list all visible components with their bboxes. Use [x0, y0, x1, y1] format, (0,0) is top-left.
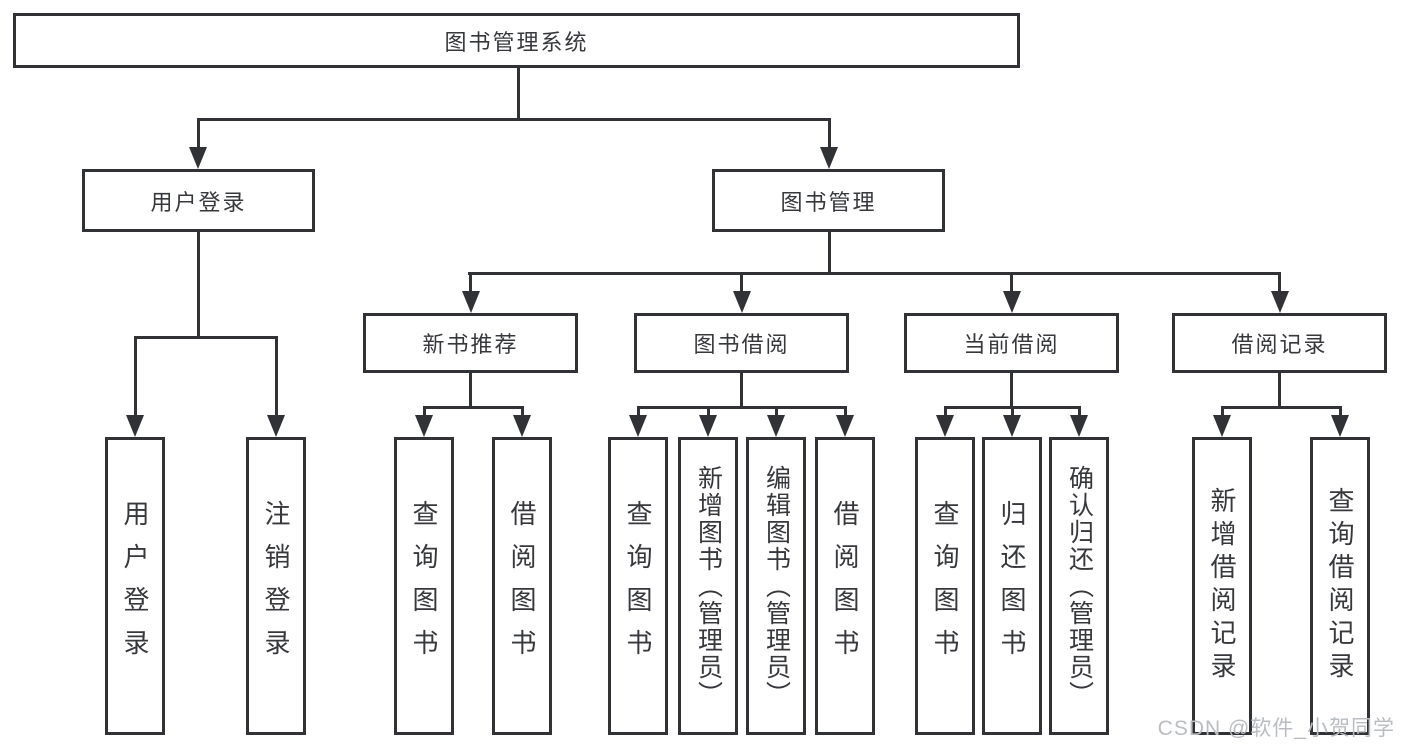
- node-label: 查询图书: [623, 500, 653, 672]
- arrow-to-book-management: [820, 121, 838, 169]
- node-label: 新增图书（管理员）: [694, 464, 723, 708]
- node-new-book-recommendation: 新书推荐: [363, 313, 578, 373]
- connector-borrowing-bus: [636, 406, 847, 409]
- arrow-to-user-login: [189, 121, 207, 169]
- arrow-to-query-books-borrowing: [629, 409, 647, 437]
- arrow-to-query-borrow-record: [1331, 409, 1349, 437]
- node-label: 查询图书: [930, 500, 960, 672]
- node-user-login: 用户登录: [82, 169, 315, 232]
- node-label: 归还图书: [997, 500, 1027, 672]
- arrow-to-current-borrowing: [1002, 275, 1021, 313]
- node-query-borrow-record: 查询借阅记录: [1310, 437, 1370, 735]
- node-label: 图书借阅: [693, 332, 790, 357]
- node-book-management: 图书管理: [712, 169, 945, 232]
- node-edit-books-admin: 编辑图书（管理员）: [746, 437, 806, 735]
- node-label: 当前借阅: [963, 332, 1060, 357]
- node-confirm-return-admin: 确认归还（管理员）: [1049, 437, 1109, 735]
- connector-user-login-bus: [133, 336, 278, 339]
- node-label: 图书管理系统: [444, 29, 589, 55]
- connector-current-bus: [943, 406, 1081, 409]
- arrow-to-borrow-books-recommend: [513, 409, 531, 437]
- node-user-login-leaf: 用户登录: [105, 437, 165, 735]
- node-return-books: 归还图书: [982, 437, 1042, 735]
- arrow-to-query-books-current: [936, 409, 954, 437]
- connector-level3-bus: [468, 272, 1281, 275]
- connector-book-management-drop: [827, 232, 831, 275]
- connector-current-drop: [1010, 373, 1013, 409]
- arrow-to-borrowing-records: [1270, 275, 1289, 313]
- arrow-to-return-books: [1003, 409, 1021, 437]
- node-add-borrow-record: 新增借阅记录: [1192, 437, 1252, 735]
- node-label: 注销登录: [261, 500, 291, 672]
- connector-user-login-drop: [196, 232, 200, 339]
- node-borrow-books-borrowing: 借阅图书: [815, 437, 875, 735]
- arrow-to-user-login-leaf: [126, 339, 144, 437]
- node-current-borrowing: 当前借阅: [904, 313, 1119, 373]
- node-logout: 注销登录: [246, 437, 306, 735]
- arrow-to-confirm-return-admin: [1070, 409, 1088, 437]
- arrow-to-logout: [267, 339, 285, 437]
- csdn-watermark: CSDN @软件_小贺同学: [1157, 717, 1395, 740]
- connector-root-drop: [517, 68, 520, 121]
- node-borrow-books-recommend: 借阅图书: [492, 437, 552, 735]
- node-label: 编辑图书（管理员）: [762, 464, 791, 708]
- node-query-books-borrowing: 查询图书: [608, 437, 668, 735]
- node-label: 查询借阅记录: [1325, 487, 1355, 685]
- node-book-borrowing: 图书借阅: [634, 313, 849, 373]
- node-label: 用户登录: [120, 500, 150, 672]
- connector-recommend-drop: [469, 373, 472, 409]
- connector-records-bus: [1220, 406, 1342, 409]
- connector-level2-bus: [197, 118, 831, 121]
- node-label: 图书管理: [780, 189, 877, 215]
- arrow-to-book-borrowing: [732, 275, 751, 313]
- node-query-books-recommend: 查询图书: [394, 437, 454, 735]
- node-label: 新书推荐: [422, 332, 519, 357]
- node-add-books-admin: 新增图书（管理员）: [678, 437, 738, 735]
- node-label: 借阅记录: [1231, 332, 1328, 357]
- connector-recommend-bus: [422, 406, 524, 409]
- node-label: 借阅图书: [830, 500, 860, 672]
- node-label: 查询图书: [409, 500, 439, 672]
- arrow-to-edit-books-admin: [767, 409, 785, 437]
- node-query-books-current: 查询图书: [915, 437, 975, 735]
- node-label: 确认归还（管理员）: [1065, 464, 1094, 708]
- node-borrowing-records: 借阅记录: [1172, 313, 1387, 373]
- arrow-to-add-books-admin: [699, 409, 717, 437]
- node-label: 新增借阅记录: [1207, 487, 1237, 685]
- arrow-to-add-borrow-record: [1213, 409, 1231, 437]
- node-label: 借阅图书: [507, 500, 537, 672]
- arrow-to-new-book-recommendation: [461, 275, 480, 313]
- connector-borrowing-drop: [740, 373, 743, 409]
- node-label: 用户登录: [150, 189, 247, 215]
- node-library-management-system: 图书管理系统: [13, 13, 1020, 68]
- arrow-to-borrow-books-borrowing: [836, 409, 854, 437]
- connector-records-drop: [1278, 373, 1281, 409]
- arrow-to-query-books-recommend: [415, 409, 433, 437]
